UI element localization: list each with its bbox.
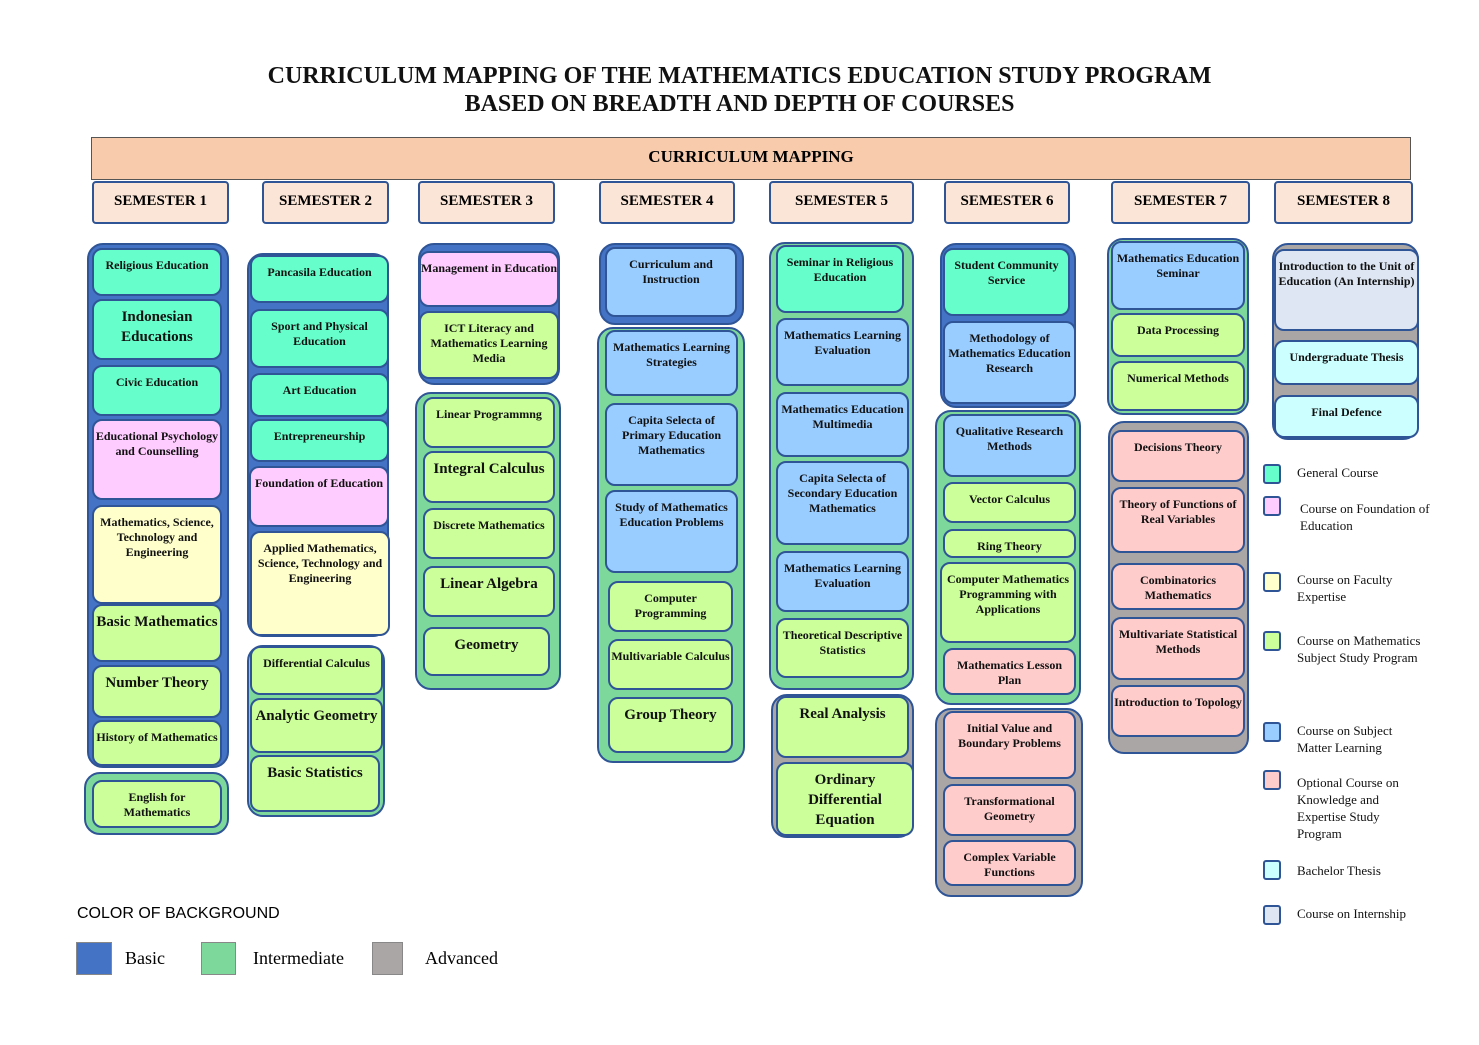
course-computer-mathematics-programming-with-applications: Computer Mathematics Programming with Ap…: [940, 562, 1076, 643]
semester-header-7: SEMESTER 7: [1111, 181, 1250, 224]
background-label-intermediate: Intermediate: [253, 948, 344, 968]
background-swatch-advanced: [372, 942, 403, 975]
course-theory-of-functions-of-real-variables: Theory of Functions of Real Variables: [1111, 487, 1245, 553]
course-mathematics-science-technology-and-engineering: Mathematics, Science, Technology and Eng…: [92, 505, 222, 604]
course-undergraduate-thesis: Undergraduate Thesis: [1274, 340, 1419, 385]
course-methodology-of-mathematics-education-research: Methodology of Mathematics Education Res…: [943, 321, 1076, 404]
course-art-education: Art Education: [250, 373, 389, 417]
legend-label-subject: Course on Subject Matter Learning: [1297, 723, 1393, 755]
course-computer-programming: Computer Programming: [608, 581, 733, 632]
course-geometry: Geometry: [423, 627, 550, 676]
semester-header-8: SEMESTER 8: [1274, 181, 1413, 224]
course-theoretical-descriptive-statistics: Theoretical Descriptive Statistics: [776, 618, 909, 678]
legend-label-thesis: Bachelor Thesis: [1297, 863, 1381, 878]
course-student-community-service: Student Community Service: [943, 248, 1070, 316]
course-analytic-geometry: Analytic Geometry: [250, 698, 383, 753]
semester-header-3: SEMESTER 3: [418, 181, 555, 224]
course-real-analysis: Real Analysis: [776, 696, 909, 758]
course-ring-theory: Ring Theory: [943, 529, 1076, 558]
legend-label-internship: Course on Internship: [1297, 906, 1407, 921]
legend-swatch-general: [1263, 464, 1281, 484]
course-civic-education: Civic Education: [92, 365, 222, 416]
course-sport-and-physical-education: Sport and Physical Education: [250, 309, 389, 368]
legend-label-foundation: Course on Foundation of Education: [1300, 501, 1430, 533]
course-mathematics-lesson-plan: Mathematics Lesson Plan: [943, 648, 1076, 695]
background-swatch-intermediate: [201, 942, 236, 975]
course-multivariate-statistical-methods: Multivariate Statistical Methods: [1111, 617, 1245, 680]
course-integral-calculus: Integral Calculus: [423, 451, 555, 503]
legend-swatch-subject: [1263, 722, 1281, 742]
course-qualitative-research-methods: Qualitative Research Methods: [943, 414, 1076, 477]
course-basic-statistics: Basic Statistics: [250, 755, 380, 812]
course-vector-calculus: Vector Calculus: [943, 482, 1076, 523]
course-pancasila-education: Pancasila Education: [250, 255, 389, 303]
course-mathematics-learning-evaluation: Mathematics Learning Evaluation: [776, 318, 909, 386]
course-curriculum-and-instruction: Curriculum and Instruction: [605, 247, 737, 317]
semester-header-4: SEMESTER 4: [599, 181, 735, 224]
semester-header-6: SEMESTER 6: [944, 181, 1070, 224]
course-decisions-theory: Decisions Theory: [1111, 430, 1245, 482]
course-management-in-education: Management in Education: [419, 251, 559, 307]
course-seminar-in-religious-education: Seminar in Religious Education: [776, 245, 904, 313]
course-linear-programmng: Linear Programmng: [423, 397, 555, 448]
semester-header-5: SEMESTER 5: [769, 181, 914, 224]
legend-swatch-internship: [1263, 905, 1281, 925]
course-capita-selecta-of-secondary-education-mathematics: Capita Selecta of Secondary Education Ma…: [776, 461, 909, 545]
legend-swatch-thesis: [1263, 860, 1281, 880]
course-indonesian-educations: Indonesian Educations: [92, 299, 222, 360]
course-educational-psychology-and-counselling: Educational Psychology and Counselling: [92, 419, 222, 500]
background-label-advanced: Advanced: [425, 948, 498, 968]
legend-label-faculty: Course on Faculty Expertise: [1297, 572, 1393, 604]
course-complex-variable-functions: Complex Variable Functions: [943, 840, 1076, 886]
course-linear-algebra: Linear Algebra: [423, 566, 555, 617]
course-mathematics-learning-strategies: Mathematics Learning Strategies: [605, 330, 738, 396]
background-swatch-basic: [76, 942, 112, 975]
course-introduction-to-topology: Introduction to Topology: [1111, 685, 1245, 737]
course-group-theory: Group Theory: [608, 697, 733, 753]
legend-swatch-faculty: [1263, 572, 1281, 592]
course-mathematics-education-multimedia: Mathematics Education Multimedia: [776, 392, 909, 457]
course-foundation-of-education: Foundation of Education: [249, 466, 389, 527]
course-differential-calculus: Differential Calculus: [250, 646, 383, 695]
legend-label-math: Course on Mathematics Subject Study Prog…: [1297, 633, 1421, 665]
course-data-processing: Data Processing: [1111, 313, 1245, 357]
course-mathematics-learning-evaluation: Mathematics Learning Evaluation: [776, 551, 909, 612]
course-capita-selecta-of-primary-education-mathematics: Capita Selecta of Primary Education Math…: [605, 403, 738, 486]
course-ordinary-differential-equation: Ordinary Differential Equation: [776, 762, 914, 836]
background-legend-heading: COLOR OF BACKGROUND: [77, 905, 280, 922]
semester-header-2: SEMESTER 2: [262, 181, 389, 224]
semester-header-1: SEMESTER 1: [92, 181, 229, 224]
course-numerical-methods: Numerical Methods: [1111, 361, 1245, 411]
background-label-basic: Basic: [125, 948, 165, 968]
course-basic-mathematics: Basic Mathematics: [92, 604, 222, 662]
course-study-of-mathematics-education-problems: Study of Mathematics Education Problems: [605, 490, 738, 573]
course-religious-education: Religious Education: [92, 248, 222, 296]
course-entrepreneurship: Entrepreneurship: [250, 419, 389, 462]
curriculum-mapping-banner: CURRICULUM MAPPING: [91, 137, 1411, 180]
course-final-defence: Final Defence: [1274, 395, 1419, 438]
course-transformational-geometry: Transformational Geometry: [943, 784, 1076, 836]
course-english-for-mathematics: English for Mathematics: [92, 780, 222, 828]
course-ict-literacy-and-mathematics-learning-media: ICT Literacy and Mathematics Learning Me…: [419, 311, 559, 379]
course-history-of-mathematics: History of Mathematics: [92, 720, 222, 766]
legend-label-general: General Course: [1297, 465, 1379, 480]
course-discrete-mathematics: Discrete Mathematics: [423, 508, 555, 559]
course-multivariable-calculus: Multivariable Calculus: [608, 639, 733, 690]
course-mathematics-education-seminar: Mathematics Education Seminar: [1111, 241, 1245, 310]
legend-swatch-optional: [1263, 770, 1281, 790]
course-introduction-to-the-unit-of-education-an-internship: Introduction to the Unit of Education (A…: [1274, 249, 1419, 331]
course-combinatorics-mathematics: Combinatorics Mathematics: [1111, 563, 1245, 610]
legend-swatch-math: [1263, 631, 1281, 651]
course-number-theory: Number Theory: [92, 665, 222, 718]
course-applied-mathematics-science-technology-and-engineering: Applied Mathematics, Science, Technology…: [250, 531, 390, 636]
legend-swatch-foundation: [1263, 496, 1281, 516]
title-line-1: CURRICULUM MAPPING OF THE MATHEMATICS ED…: [267, 63, 1212, 89]
legend-label-optional: Optional Course on Knowledge and Experti…: [1297, 775, 1399, 841]
title-line-2: BASED ON BREADTH AND DEPTH OF COURSES: [464, 91, 1015, 117]
course-initial-value-and-boundary-problems: Initial Value and Boundary Problems: [943, 711, 1076, 779]
